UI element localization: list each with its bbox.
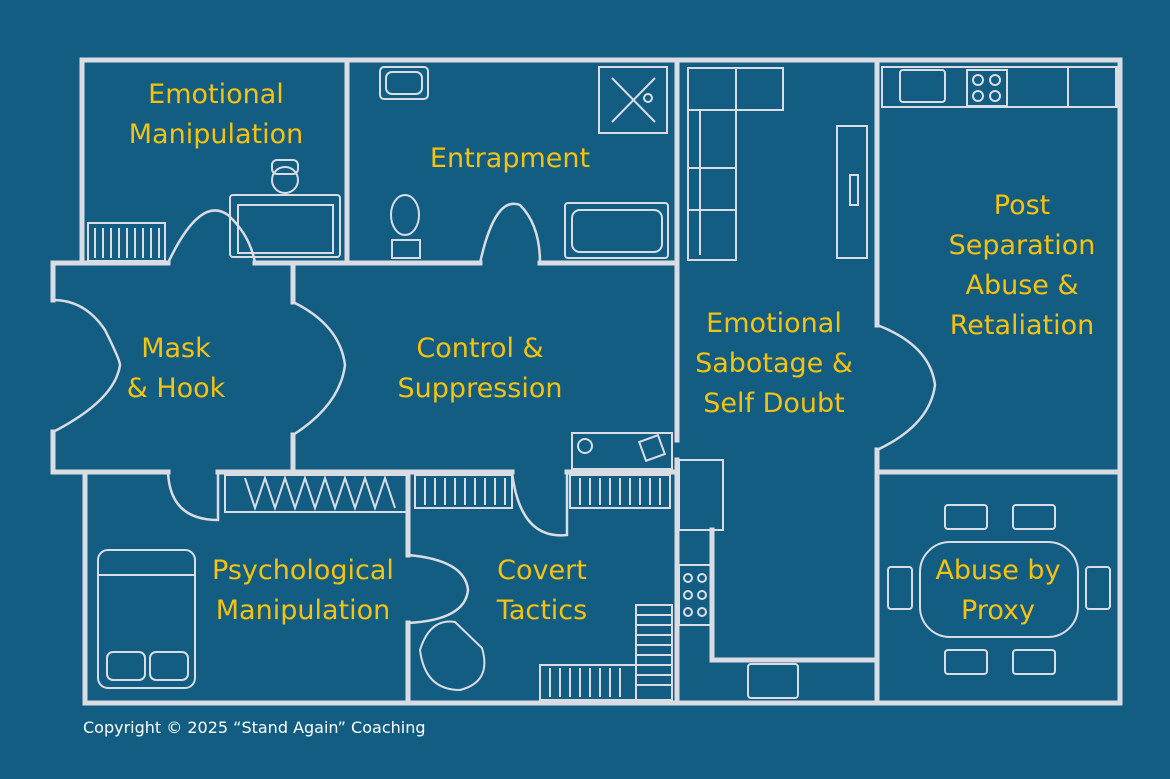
room-label-emotional-manipulation: Emotional Manipulation <box>128 79 304 150</box>
room-label-psychological-manipulation: Psychological Manipulation <box>212 555 394 626</box>
copyright-text: Copyright © 2025 “Stand Again” Coaching <box>83 718 426 737</box>
room-label-post-separation: Post Separation Abuse & Retaliation <box>948 190 1096 341</box>
room-label-covert-tactics: Covert Tactics <box>496 555 588 626</box>
room-label-entrapment: Entrapment <box>429 143 591 174</box>
walls <box>50 57 1123 706</box>
room-label-control-suppression: Control & Suppression <box>397 333 563 404</box>
door-swings <box>52 202 937 625</box>
room-label-mask-hook: Mask & Hook <box>126 333 226 404</box>
room-label-abuse-by-proxy: Abuse by Proxy <box>935 555 1061 626</box>
furniture <box>87 66 1118 701</box>
room-label-emotional-sabotage: Emotional Sabotage & Self Doubt <box>695 308 853 419</box>
